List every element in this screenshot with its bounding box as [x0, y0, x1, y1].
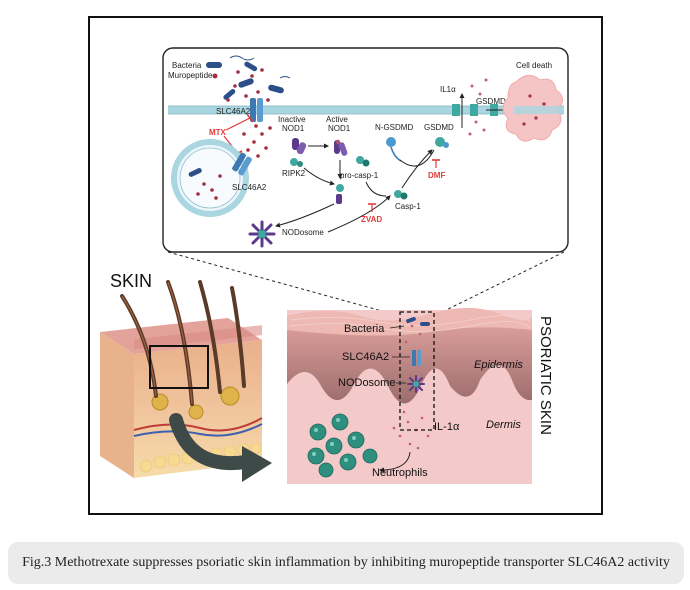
- gsdmd-protein: [435, 137, 449, 148]
- zvad-label: ZVAD: [361, 215, 382, 224]
- tissue-slc46a2-label: SLC46A2: [342, 351, 389, 363]
- tissue-nodosome-label: NODosome: [338, 377, 395, 389]
- psoriatic-skin-label: PSORIATIC SKIN: [537, 316, 554, 435]
- tissue-il1a-label: IL-1α: [434, 421, 460, 433]
- caption-box: Fig.3 Methotrexate suppresses psoriatic …: [8, 542, 684, 584]
- gsdmd-label: GSDMD: [424, 123, 454, 132]
- active-nod1-label-1: Active: [326, 115, 348, 124]
- dermis-label: Dermis: [486, 419, 521, 431]
- nodosome-icon: [248, 220, 276, 248]
- legend-muropeptide-label: Muropeptide: [168, 71, 213, 80]
- skin-block-illustration: [100, 280, 263, 478]
- gsdmd-pores-label: GSDMD pores: [476, 97, 528, 106]
- muropeptide-dots: [226, 68, 272, 158]
- n-gsdmd-label: N-GSDMD: [375, 123, 413, 132]
- active-nod1-protein: [334, 139, 348, 156]
- legend-bacteria-label: Bacteria: [172, 61, 202, 70]
- bacteria-cluster: [223, 55, 291, 100]
- nodosome-label: NODosome: [282, 228, 324, 237]
- dead-cell-icon: [502, 75, 564, 142]
- cell-death-label: Cell death: [516, 61, 552, 70]
- ripk2-label: RIPK2: [282, 169, 306, 178]
- tissue-bacteria-label: Bacteria: [344, 323, 385, 335]
- neutrophil-cells: [307, 413, 378, 478]
- endosome-vesicle: [171, 139, 252, 217]
- psoriatic-skin-section: [287, 308, 532, 484]
- slc46a2-membrane-label: SLC46A2: [216, 107, 251, 116]
- mechanism-panel: Bacteria Muropeptide SLC46A2 MTX: [162, 47, 569, 253]
- il1a-label: IL1α: [440, 85, 456, 94]
- casp1-label: Casp-1: [395, 202, 421, 211]
- slc46a2-vesicle-label: SLC46A2: [232, 183, 267, 192]
- zoom-arrow: [169, 413, 253, 471]
- mtx-label: MTX: [209, 128, 227, 137]
- cell-membrane: [168, 106, 564, 114]
- figure-caption: Fig.3 Methotrexate suppresses psoriatic …: [22, 555, 670, 570]
- zoom-line-right: [433, 251, 565, 317]
- nod1-ripk2-complex: [336, 184, 344, 204]
- skin-label: SKIN: [110, 271, 152, 291]
- bacteria-icon: [206, 62, 222, 68]
- mtx-inhibit-line-top: [225, 117, 251, 131]
- tissue-neutrophils-label: Neutrophils: [372, 467, 428, 479]
- muropeptide-icon: [212, 73, 218, 79]
- inactive-nod1-protein: [292, 138, 307, 155]
- epidermis-label: Epidermis: [474, 359, 523, 371]
- slc46a2-transporter-membrane: [250, 98, 263, 122]
- highlight-column: [399, 311, 435, 431]
- skin-zoom-box: [149, 345, 209, 389]
- zoom-line-left: [167, 251, 401, 317]
- dmf-label: DMF: [428, 171, 445, 180]
- pro-casp1-label: pro-casp-1: [340, 171, 379, 180]
- pro-caspase1-protein: [356, 156, 370, 167]
- caspase1-protein: [394, 190, 408, 200]
- inactive-nod1-label-2: NOD1: [282, 124, 305, 133]
- ripk2-protein: [290, 158, 303, 167]
- inactive-nod1-label-1: Inactive: [278, 115, 306, 124]
- il1a-dots: [468, 78, 488, 136]
- active-nod1-label-2: NOD1: [328, 124, 351, 133]
